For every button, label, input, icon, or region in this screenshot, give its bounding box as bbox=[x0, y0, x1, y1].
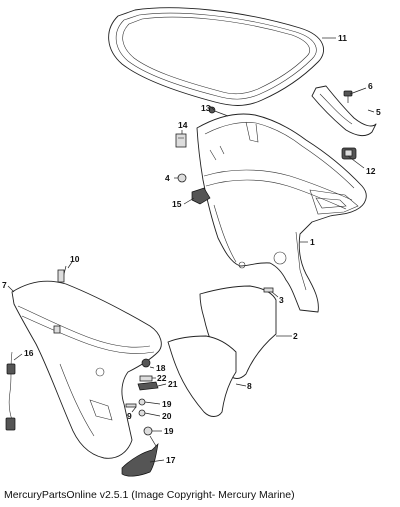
part-11-seal bbox=[108, 7, 325, 106]
part-21-bracket bbox=[137, 381, 159, 391]
callout-14: 14 bbox=[178, 120, 188, 130]
callout-22: 22 bbox=[157, 373, 167, 383]
callout-13: 13 bbox=[201, 103, 211, 113]
callout-18: 18 bbox=[156, 363, 166, 373]
hardware-group bbox=[125, 358, 159, 436]
image-caption: MercuryPartsOnline v2.5.1 (Image Copyrig… bbox=[4, 489, 295, 501]
part-22-washer bbox=[139, 375, 153, 382]
part-5-bracket bbox=[311, 85, 377, 137]
callout-11: 11 bbox=[338, 33, 347, 43]
callout-7: 7 bbox=[2, 280, 7, 290]
callout-5: 5 bbox=[376, 107, 381, 117]
part-16-harness bbox=[5, 351, 16, 431]
part-8-panel bbox=[167, 335, 237, 417]
callout-6: 6 bbox=[368, 81, 373, 91]
part-3-tag bbox=[263, 287, 274, 293]
callout-12: 12 bbox=[366, 166, 376, 176]
part-9-pin bbox=[125, 403, 137, 408]
callout-4: 4 bbox=[165, 173, 170, 183]
callout-9: 9 bbox=[127, 411, 132, 421]
part-7-lower-cowl bbox=[11, 280, 162, 459]
part-14-clip bbox=[175, 133, 187, 148]
part-6-screw bbox=[343, 90, 353, 103]
callout-2: 2 bbox=[293, 331, 298, 341]
part-17-handle bbox=[121, 435, 159, 477]
callout-19-upper: 19 bbox=[162, 399, 172, 409]
callout-1: 1 bbox=[310, 237, 315, 247]
callout-17: 17 bbox=[166, 455, 176, 465]
callout-10: 10 bbox=[70, 254, 80, 264]
callout-21: 21 bbox=[168, 379, 178, 389]
callout-8: 8 bbox=[247, 381, 252, 391]
callouts: 11 6 13 5 14 12 4 15 1 10 7 3 2 16 18 22… bbox=[2, 33, 381, 465]
callout-16: 16 bbox=[24, 348, 34, 358]
part-10-rod bbox=[57, 265, 67, 283]
part-20-grommet bbox=[138, 409, 146, 417]
part-4-grommet bbox=[177, 173, 187, 183]
callout-3: 3 bbox=[279, 295, 284, 305]
part-19-lower-grommet bbox=[143, 426, 153, 436]
part-19-upper-grommet bbox=[138, 398, 146, 406]
part-12-latch bbox=[341, 147, 357, 160]
leader-lines bbox=[7, 37, 375, 463]
part-15-switch bbox=[191, 187, 211, 205]
callout-19-lower: 19 bbox=[164, 426, 174, 436]
part-13-screw bbox=[208, 106, 229, 117]
callout-20: 20 bbox=[162, 411, 172, 421]
part-1-upper-cowl bbox=[196, 113, 367, 313]
part-18-screw bbox=[141, 358, 151, 368]
callout-15: 15 bbox=[172, 199, 182, 209]
